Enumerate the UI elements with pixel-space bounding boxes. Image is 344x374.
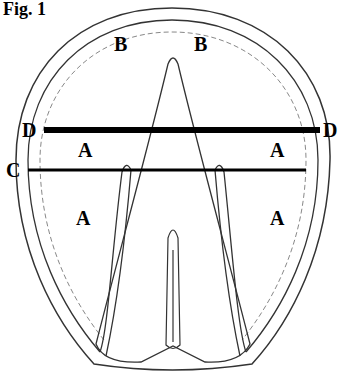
inner-wall	[28, 20, 318, 352]
central-sulcus	[166, 230, 180, 349]
region-letter: A	[270, 208, 284, 228]
right-bar	[215, 165, 246, 356]
region-letter: A	[76, 208, 90, 228]
region-letter: A	[78, 140, 92, 160]
figure-number: Fig. 1	[3, 0, 46, 18]
region-letter: A	[270, 140, 284, 160]
region-letter: B	[114, 34, 127, 54]
region-letter: B	[194, 34, 207, 54]
section-line-d	[44, 127, 320, 133]
section-letter: D	[323, 120, 337, 140]
section-line-c	[28, 169, 306, 172]
section-letter: D	[22, 120, 36, 140]
hoof-wall	[16, 8, 330, 370]
sulcus-line	[172, 250, 173, 342]
left-bar	[100, 165, 131, 356]
section-letter: C	[6, 160, 20, 180]
frog	[96, 58, 250, 362]
